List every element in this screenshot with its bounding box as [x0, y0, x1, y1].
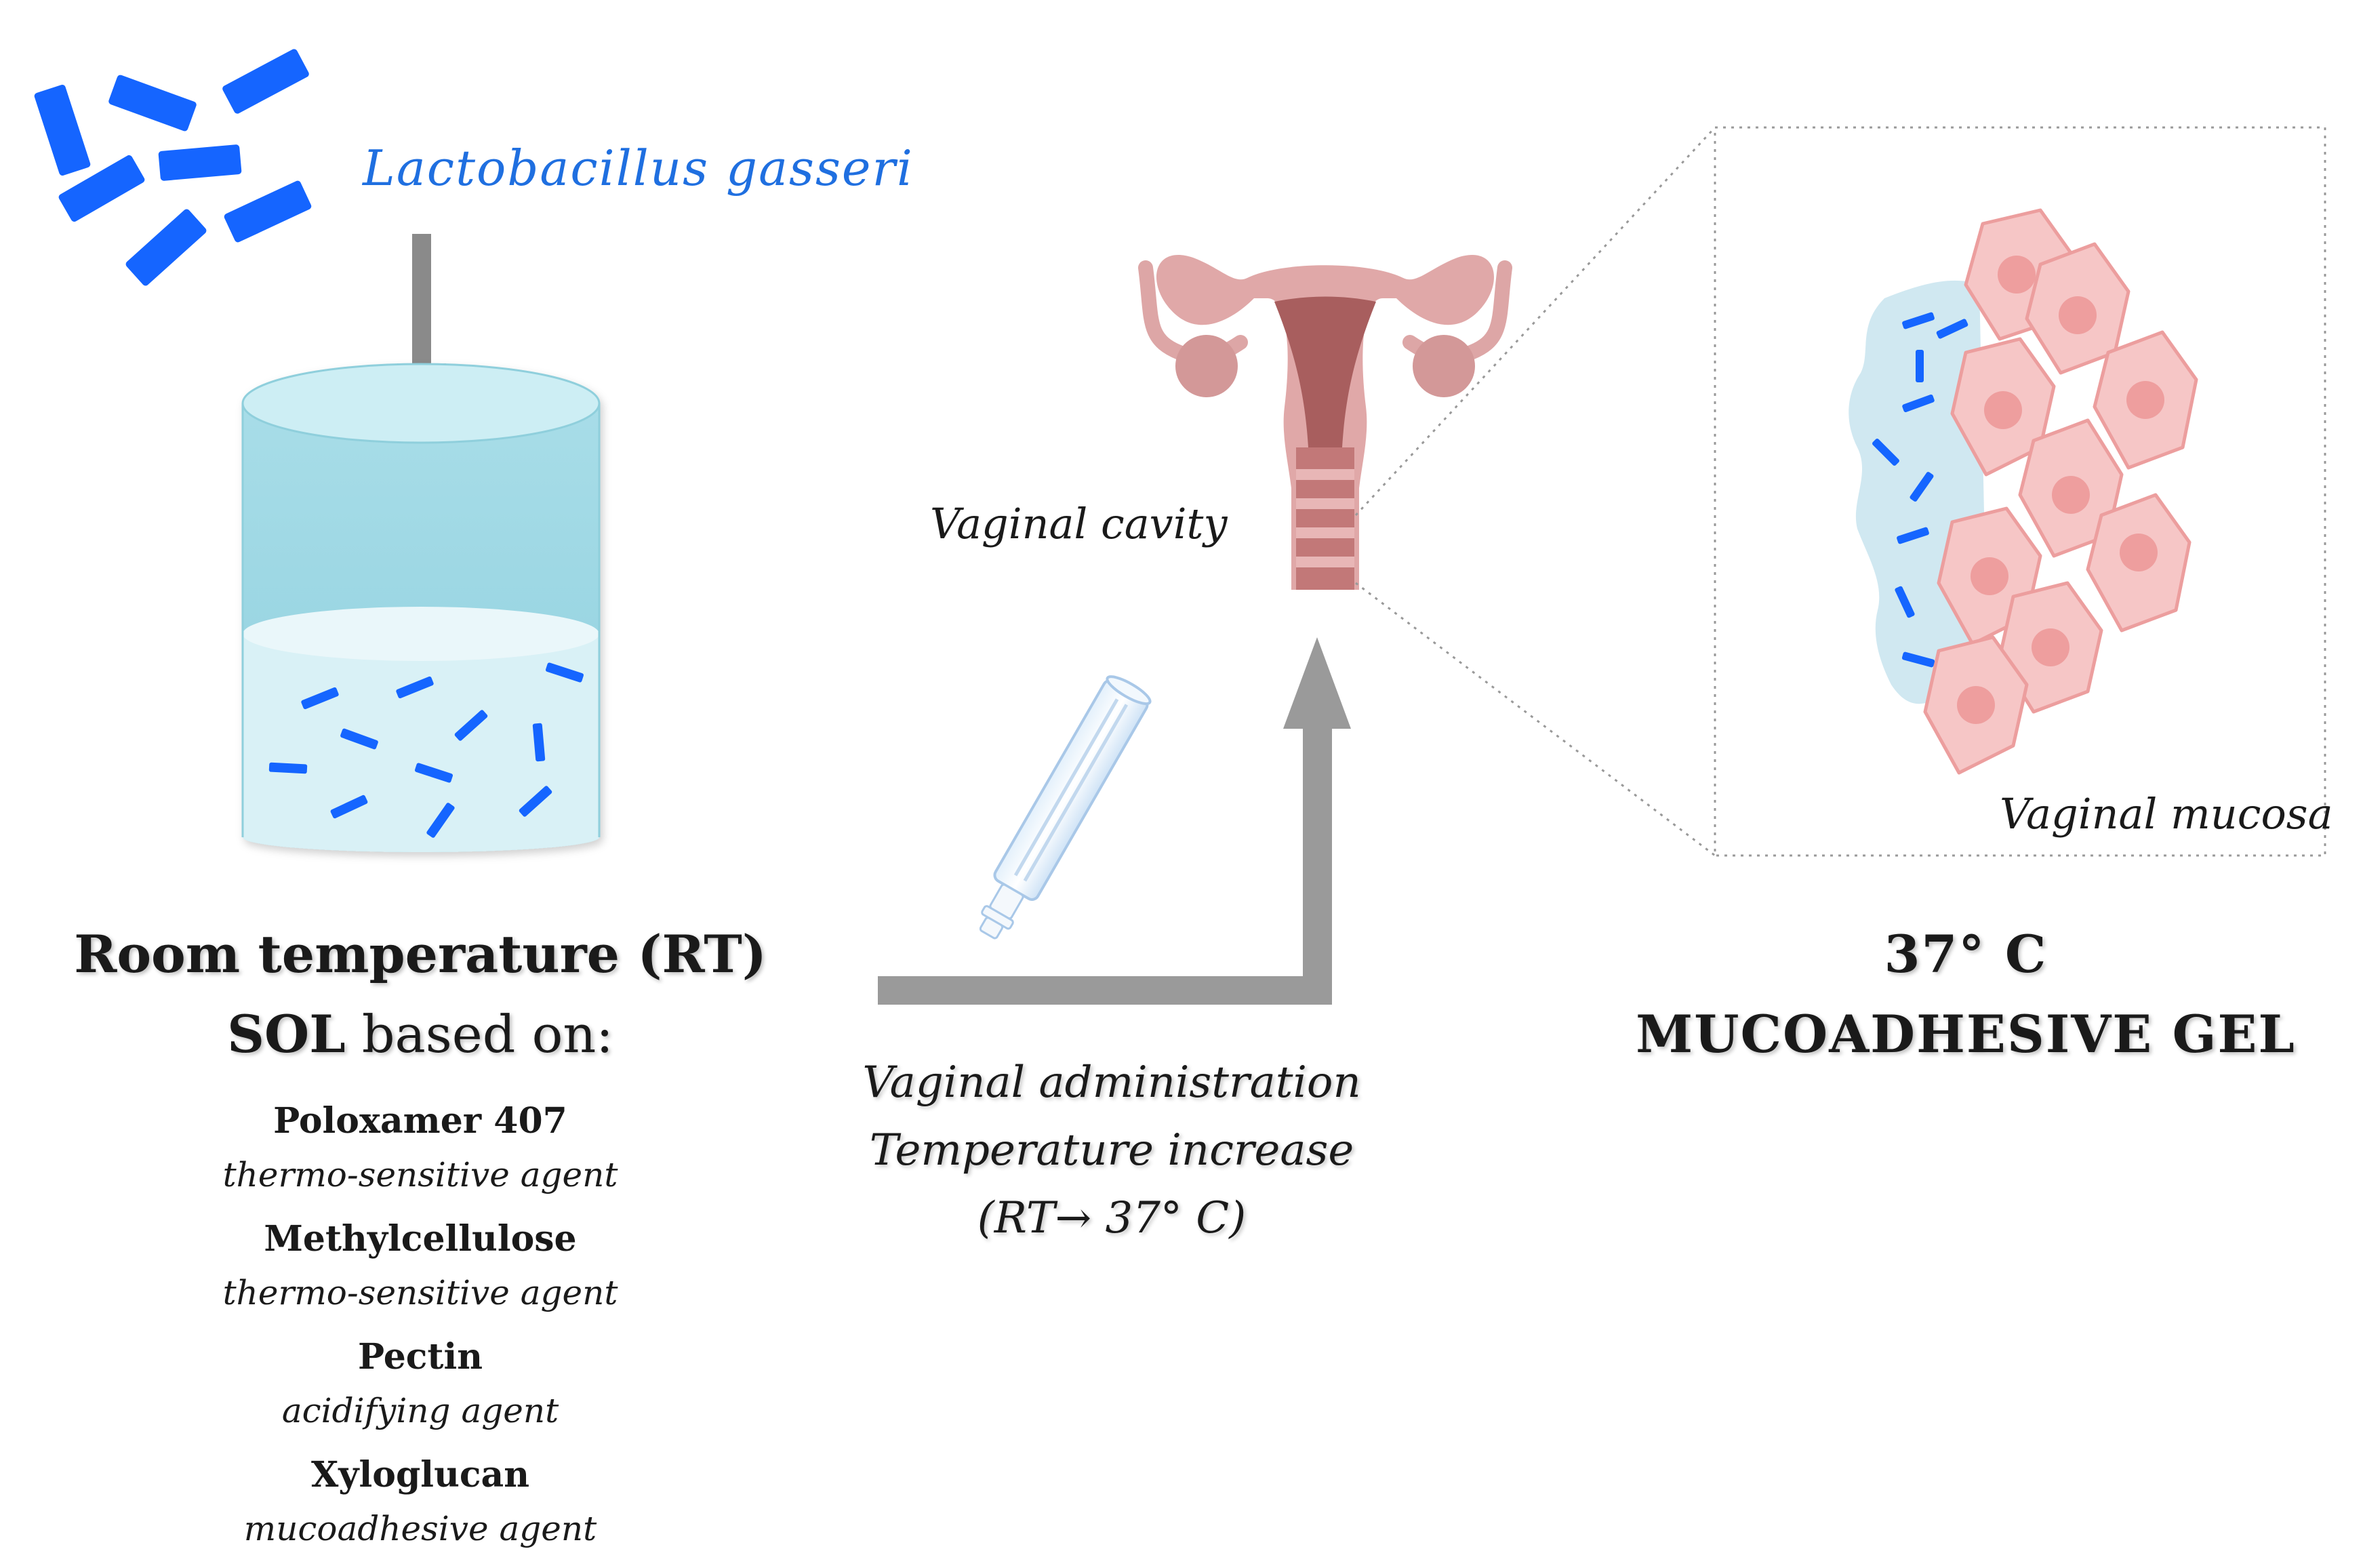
ingredient-role: acidifying agent [281, 1391, 559, 1430]
vaginal-mucosa-label: Vaginal mucosa [2000, 789, 2333, 839]
ingredient-item: Methylcellulose thermo-sensitive agent [0, 1222, 841, 1340]
ingredient-name: Methylcellulose [264, 1218, 577, 1260]
ingredient-role: mucoadhesive agent [243, 1509, 597, 1548]
ingredient-name: Xyloglucan [310, 1454, 530, 1495]
process-arrow-icon [878, 637, 1351, 1005]
ingredient-name: Poloxamer 407 [273, 1100, 567, 1142]
ingredient-role: thermo-sensitive agent [222, 1273, 618, 1312]
rt-to-37-line: (RT→ 37° C) [977, 1193, 1247, 1243]
sol-word: SOL [227, 1004, 346, 1064]
administration-caption: Vaginal administration Temperature incre… [841, 1061, 1383, 1264]
applicator-icon [979, 675, 1152, 940]
room-temperature-title: Room temperature (RT) [0, 929, 841, 980]
suspended-bacteria-icon [268, 662, 584, 838]
gel-caption: 37° C MUCOADHESIVE GEL [1627, 929, 2305, 1089]
cell-nuclei [1957, 256, 2164, 724]
temperature-increase-line: Temperature increase [869, 1125, 1354, 1175]
mucosa-zoom-box [1714, 126, 2326, 857]
rt-abbrev-text: (RT) [637, 924, 767, 984]
ingredient-item: Poloxamer 407 thermo-sensitive agent [0, 1104, 841, 1222]
rt-title-text: Room temperature [74, 924, 620, 984]
bacteria-cluster-icon [34, 49, 312, 286]
body-temperature-label: 37° C [1884, 924, 2048, 984]
vaginal-cavity-label: Vaginal cavity [930, 499, 1228, 548]
mucoadhesive-gel-label: MUCOADHESIVE GEL [1636, 1004, 2296, 1064]
administration-line: Vaginal administration [862, 1058, 1361, 1108]
ingredient-item: Pectin acidifying agent [0, 1340, 841, 1458]
bacteria-species-label: Lactobacillus gasseri [363, 140, 914, 197]
sol-container-icon [241, 363, 601, 852]
mucus-bacteria-icon [1872, 312, 1968, 668]
ingredient-list: Poloxamer 407 thermo-sensitive agent Met… [0, 1104, 841, 1568]
ingredient-item: Xyloglucan mucoadhesive agent [0, 1458, 841, 1568]
uterus-icon [1138, 255, 1512, 590]
sol-based-on-line: SOL based on: [0, 1009, 841, 1060]
based-on-text: based on: [345, 1004, 613, 1064]
ingredient-role: thermo-sensitive agent [222, 1155, 618, 1194]
ingredient-name: Pectin [357, 1336, 483, 1378]
zoom-lines [1354, 126, 1716, 857]
